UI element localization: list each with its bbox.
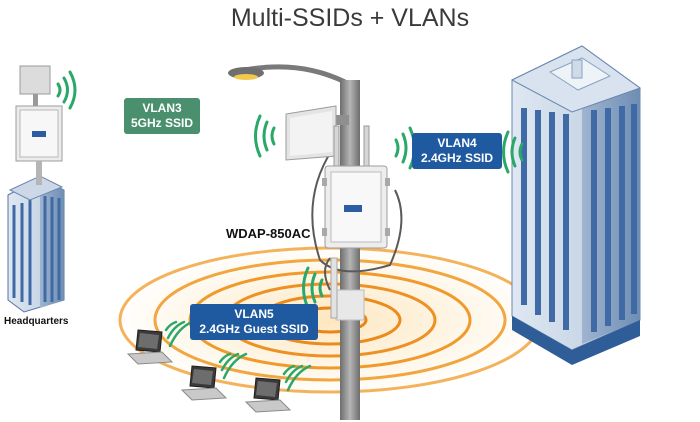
- wifi-icon: [254, 114, 276, 158]
- vlan3-badge: VLAN3 5GHz SSID: [124, 98, 200, 134]
- headquarters-access-point-icon: [15, 65, 63, 185]
- headquarters-label: Headquarters: [4, 316, 69, 327]
- headquarters-building-icon: [7, 175, 65, 313]
- vlan3-name: VLAN3: [142, 101, 182, 115]
- wifi-icon: [282, 364, 312, 392]
- wifi-icon: [56, 70, 77, 110]
- omni-antenna-icon: [330, 257, 338, 319]
- wifi-icon: [218, 352, 248, 380]
- vlan3-ssid: 5GHz SSID: [130, 116, 193, 130]
- vlan5-name: VLAN5: [234, 307, 274, 321]
- pole-icon: [335, 80, 365, 420]
- skyscraper-icon: [510, 45, 642, 365]
- laptop-icon: [126, 329, 174, 365]
- diagram-title: Multi-SSIDs + VLANs: [230, 4, 470, 32]
- panel-antenna-icon: [285, 105, 349, 161]
- wifi-icon: [502, 130, 524, 174]
- vlan4-ssid: 2.4GHz SSID: [420, 151, 494, 165]
- vlan5-badge: VLAN5 2.4GHz Guest SSID: [190, 304, 318, 340]
- vlan4-name: VLAN4: [437, 136, 477, 150]
- vlan4-badge: VLAN4 2.4GHz SSID: [412, 133, 502, 169]
- access-point-icon: [322, 125, 390, 249]
- laptop-icon: [244, 377, 292, 413]
- laptop-icon: [180, 365, 228, 401]
- device-label: WDAP-850AC: [226, 226, 311, 241]
- cables: [311, 149, 403, 291]
- vlan5-ssid: 2.4GHz Guest SSID: [199, 322, 309, 336]
- street-lamp-icon: [228, 64, 347, 85]
- wifi-icon: [164, 320, 194, 348]
